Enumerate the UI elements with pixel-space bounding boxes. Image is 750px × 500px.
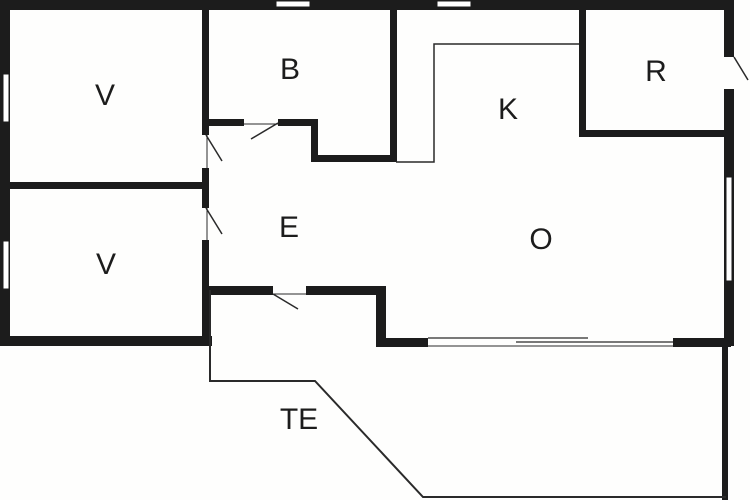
window-top-k [436, 0, 472, 8]
window-right-o [725, 176, 733, 282]
terrace-wall-right [722, 340, 728, 500]
wall-o-step [376, 286, 386, 346]
door-entrance[interactable] [272, 293, 299, 310]
wall-b-bottom-right [311, 155, 396, 162]
wall-left [0, 0, 10, 346]
door-r[interactable] [733, 56, 749, 81]
wall-r-left [579, 8, 586, 137]
wall-b-bottom-left [206, 119, 244, 126]
wall-v2-right-lower [202, 240, 209, 346]
wall-v-right-mid [202, 168, 209, 208]
room-label-e: E [278, 211, 300, 244]
door-v1[interactable] [205, 134, 223, 162]
wall-b-right [390, 8, 397, 162]
door-opening-r [722, 57, 734, 89]
terrace-outline [209, 290, 726, 498]
wall-b-bottom-mid [278, 119, 318, 126]
door-b[interactable] [250, 122, 279, 140]
room-label-v2: V [95, 248, 117, 281]
window-left-v2 [2, 240, 10, 290]
wall-v1-v2 [0, 182, 206, 189]
room-label-te: TE [279, 403, 319, 436]
wall-right [724, 0, 734, 346]
room-label-b: B [279, 53, 301, 86]
wall-o-bottom-left [376, 338, 428, 347]
door-v2[interactable] [205, 207, 223, 235]
kitchen-counter [396, 43, 582, 163]
wall-r-bottom [579, 130, 729, 137]
room-label-k: K [497, 93, 519, 126]
room-label-o: O [529, 223, 553, 256]
room-label-v1: V [94, 79, 116, 112]
wall-v1-right-upper [202, 0, 209, 135]
window-top-b [275, 0, 311, 8]
wall-o-bottom-right [673, 338, 731, 347]
wall-e-bottom-right [306, 286, 386, 295]
wall-top [0, 0, 734, 10]
room-label-r: R [645, 55, 667, 88]
window-left-v1 [2, 73, 10, 123]
wall-bottom-left [0, 336, 212, 346]
wall-b-step [311, 119, 318, 162]
wall-e-bottom-left [206, 286, 273, 295]
